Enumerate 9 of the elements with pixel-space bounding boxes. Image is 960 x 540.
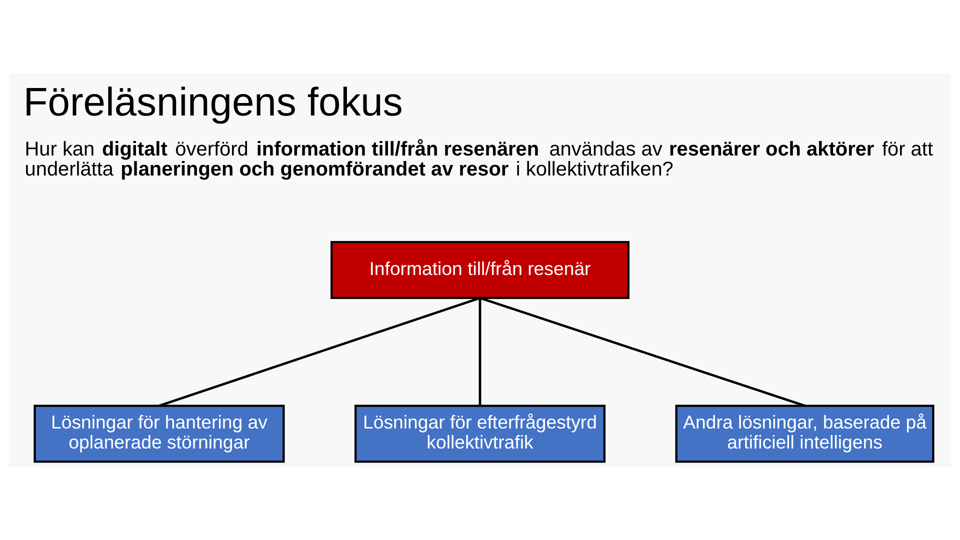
connector xyxy=(478,298,482,406)
node-box: Lösningar för efterfrågestyrd kollektivtrafik xyxy=(354,404,606,463)
node-box: Information till/från resenär xyxy=(330,240,630,300)
connector xyxy=(480,296,806,407)
node-box: Andra lösningar, baserade på artificiell intelligens xyxy=(675,404,934,463)
node-box: Lösningar för hantering av oplanerade störningar xyxy=(34,404,285,463)
label: Hur kan digitalt överförd information till/från resenären användas av resenärer och aktörer för att underlätta planeringen och genomförandet av resor i kollektivtrafiken? xyxy=(24,138,933,180)
connector xyxy=(158,296,480,407)
diagram-title: Föreläsningens fokus xyxy=(23,80,403,125)
